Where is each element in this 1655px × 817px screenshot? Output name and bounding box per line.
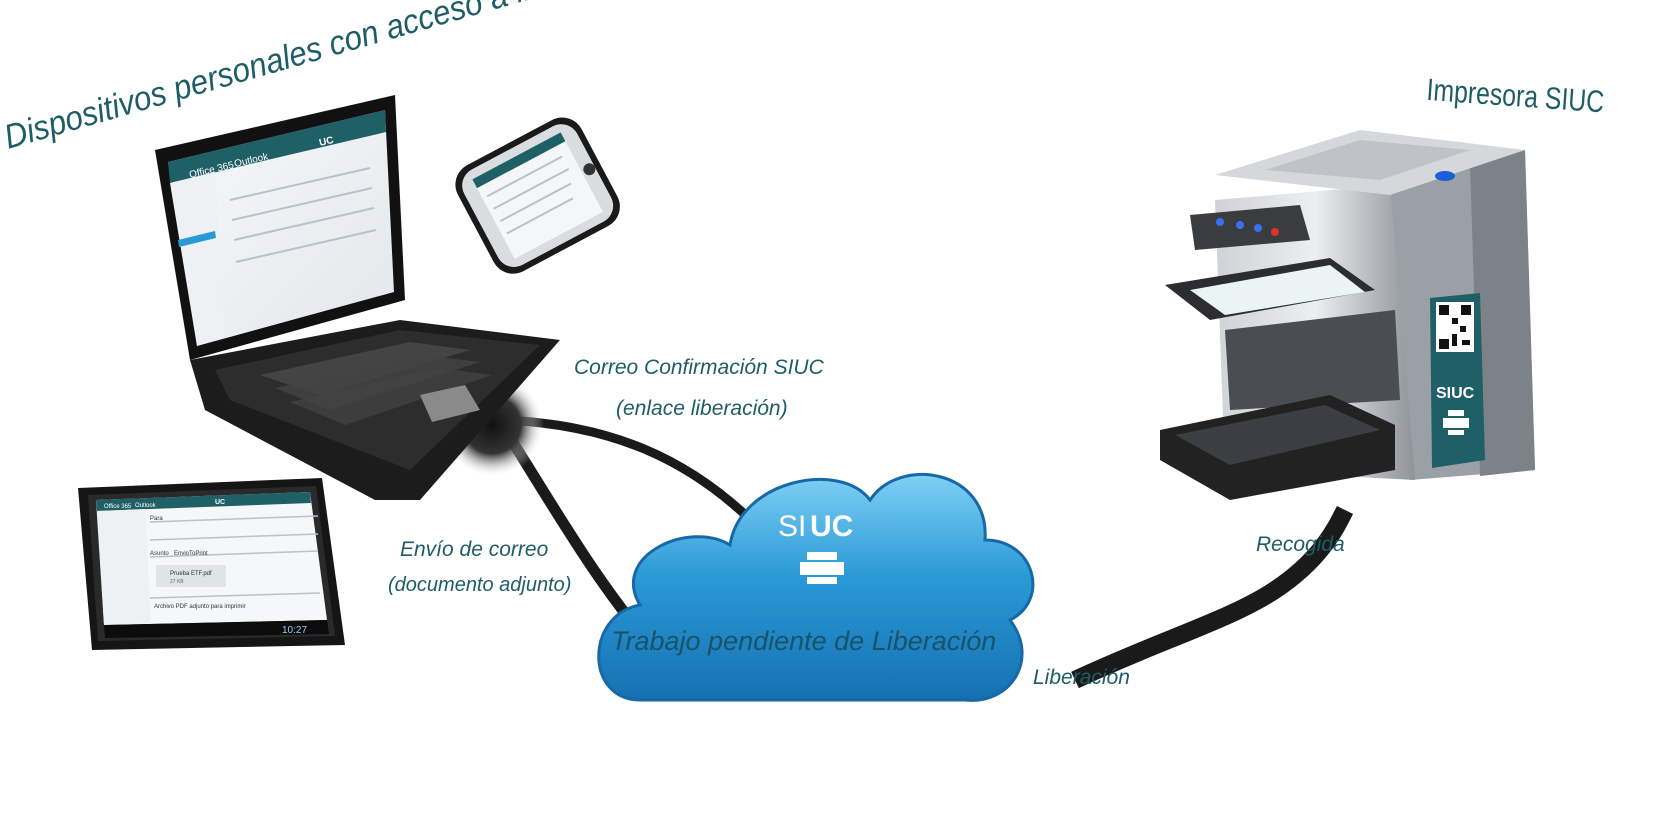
trackpad: [420, 385, 480, 422]
tablet-body: Archivo PDF adjunto para imprimir: [154, 604, 246, 610]
tablet-to-label: Para: [150, 516, 163, 522]
cloud-status-label: Trabajo pendiente de Liberación: [611, 626, 997, 656]
cloud-brand-left: SI: [778, 510, 806, 543]
tablet-subject-label: Asunto: [150, 551, 169, 557]
laptop: Office 365 Outlook UC: [155, 95, 560, 500]
tablet-attachment: Prueba ETF.pdf: [170, 571, 212, 577]
printer-icon: [800, 552, 844, 584]
edge-label-confirmation: Correo Confirmación SIUC: [574, 356, 824, 379]
tablet-attachment-size: 27 KB: [170, 579, 184, 585]
tablet-section-name: Outlook: [135, 503, 157, 509]
printer-brand: SIUC: [1436, 385, 1475, 402]
edge-label-send-detail: (documento adjunto): [388, 574, 572, 596]
edge-label-release: Liberación: [1033, 666, 1130, 689]
smartphone: [455, 117, 620, 274]
printer: SIUC: [1160, 130, 1535, 500]
cloud-brand-right: UC: [810, 510, 853, 543]
edge-label-pickup: Recogida: [1256, 533, 1345, 556]
edge-label-confirmation-detail: (enlace liberación): [616, 397, 788, 420]
tablet-app-name: Office 365: [104, 504, 132, 510]
tablet-subject: EnvioToPrint: [174, 551, 208, 557]
printer-panel-icon: [1443, 410, 1469, 435]
laptop-brand: UC: [318, 135, 335, 149]
edge-label-send: Envío de correo: [400, 538, 549, 561]
qr-code-icon: [1436, 302, 1474, 352]
tablet: Office 365 Outlook UC Para Asunto EnvioT…: [78, 478, 345, 650]
tablet-clock: 10:27: [282, 625, 307, 636]
tablet-brand: UC: [215, 499, 225, 506]
edge-release: [1071, 505, 1354, 689]
cloud: SI UC: [597, 472, 1035, 702]
